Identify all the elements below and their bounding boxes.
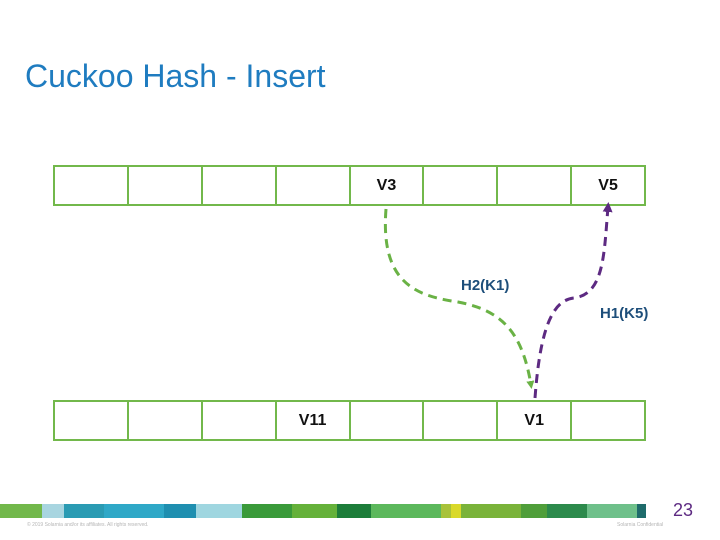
page-number: 23 [672,500,693,520]
footer-bar-segment [371,504,441,518]
hash-table-bottom: V11 V1 [53,400,646,441]
footer-bar-segment [42,504,64,518]
footer-color-bar [0,504,666,518]
table-cell-v11: V11 [274,402,349,439]
footer-bar-segment [64,504,104,518]
table-cell [422,402,496,439]
footer-bar-segment [441,504,451,518]
h1-label: H1(K5) [600,305,649,322]
table-cell [55,402,127,439]
table-cell [200,167,275,204]
table-cell [126,402,201,439]
table-cell-v5: V5 [570,167,644,204]
table-cell [422,167,496,204]
table-cell-v1: V1 [496,402,570,439]
table-cell [126,167,201,204]
table-cell-v3: V3 [348,167,423,204]
h2-arrow [383,208,535,389]
hash-table-top: V3 V5 [53,165,646,206]
h1-arrow [533,202,613,399]
footer-bar-segment [521,504,547,518]
table-cell [55,167,127,204]
footer-bar-segment [196,504,242,518]
footer-bar-segment [337,504,371,518]
footer-bar-segment [547,504,587,518]
table-cell [570,402,644,439]
footer-bar-segment [451,504,461,518]
slide-title: Cuckoo Hash - Insert [25,58,326,94]
table-cell [496,167,570,204]
confidential-text: Solarnia Confidential [617,522,664,528]
footer-bar-segment [104,504,164,518]
footer-bar-segment [587,504,637,518]
footer-bar-segment [637,504,646,518]
h2-label: H2(K1) [461,277,510,294]
copyright-text: © 2019 Solarnia and/or its affiliates. A… [27,522,149,528]
table-cell [200,402,275,439]
table-cell [274,167,349,204]
footer-bar-segment [0,504,42,518]
footer-bar-segment [461,504,521,518]
footer-bar-segment [164,504,196,518]
footer-bar-segment [292,504,337,518]
table-cell [348,402,423,439]
footer-bar-segment [242,504,292,518]
